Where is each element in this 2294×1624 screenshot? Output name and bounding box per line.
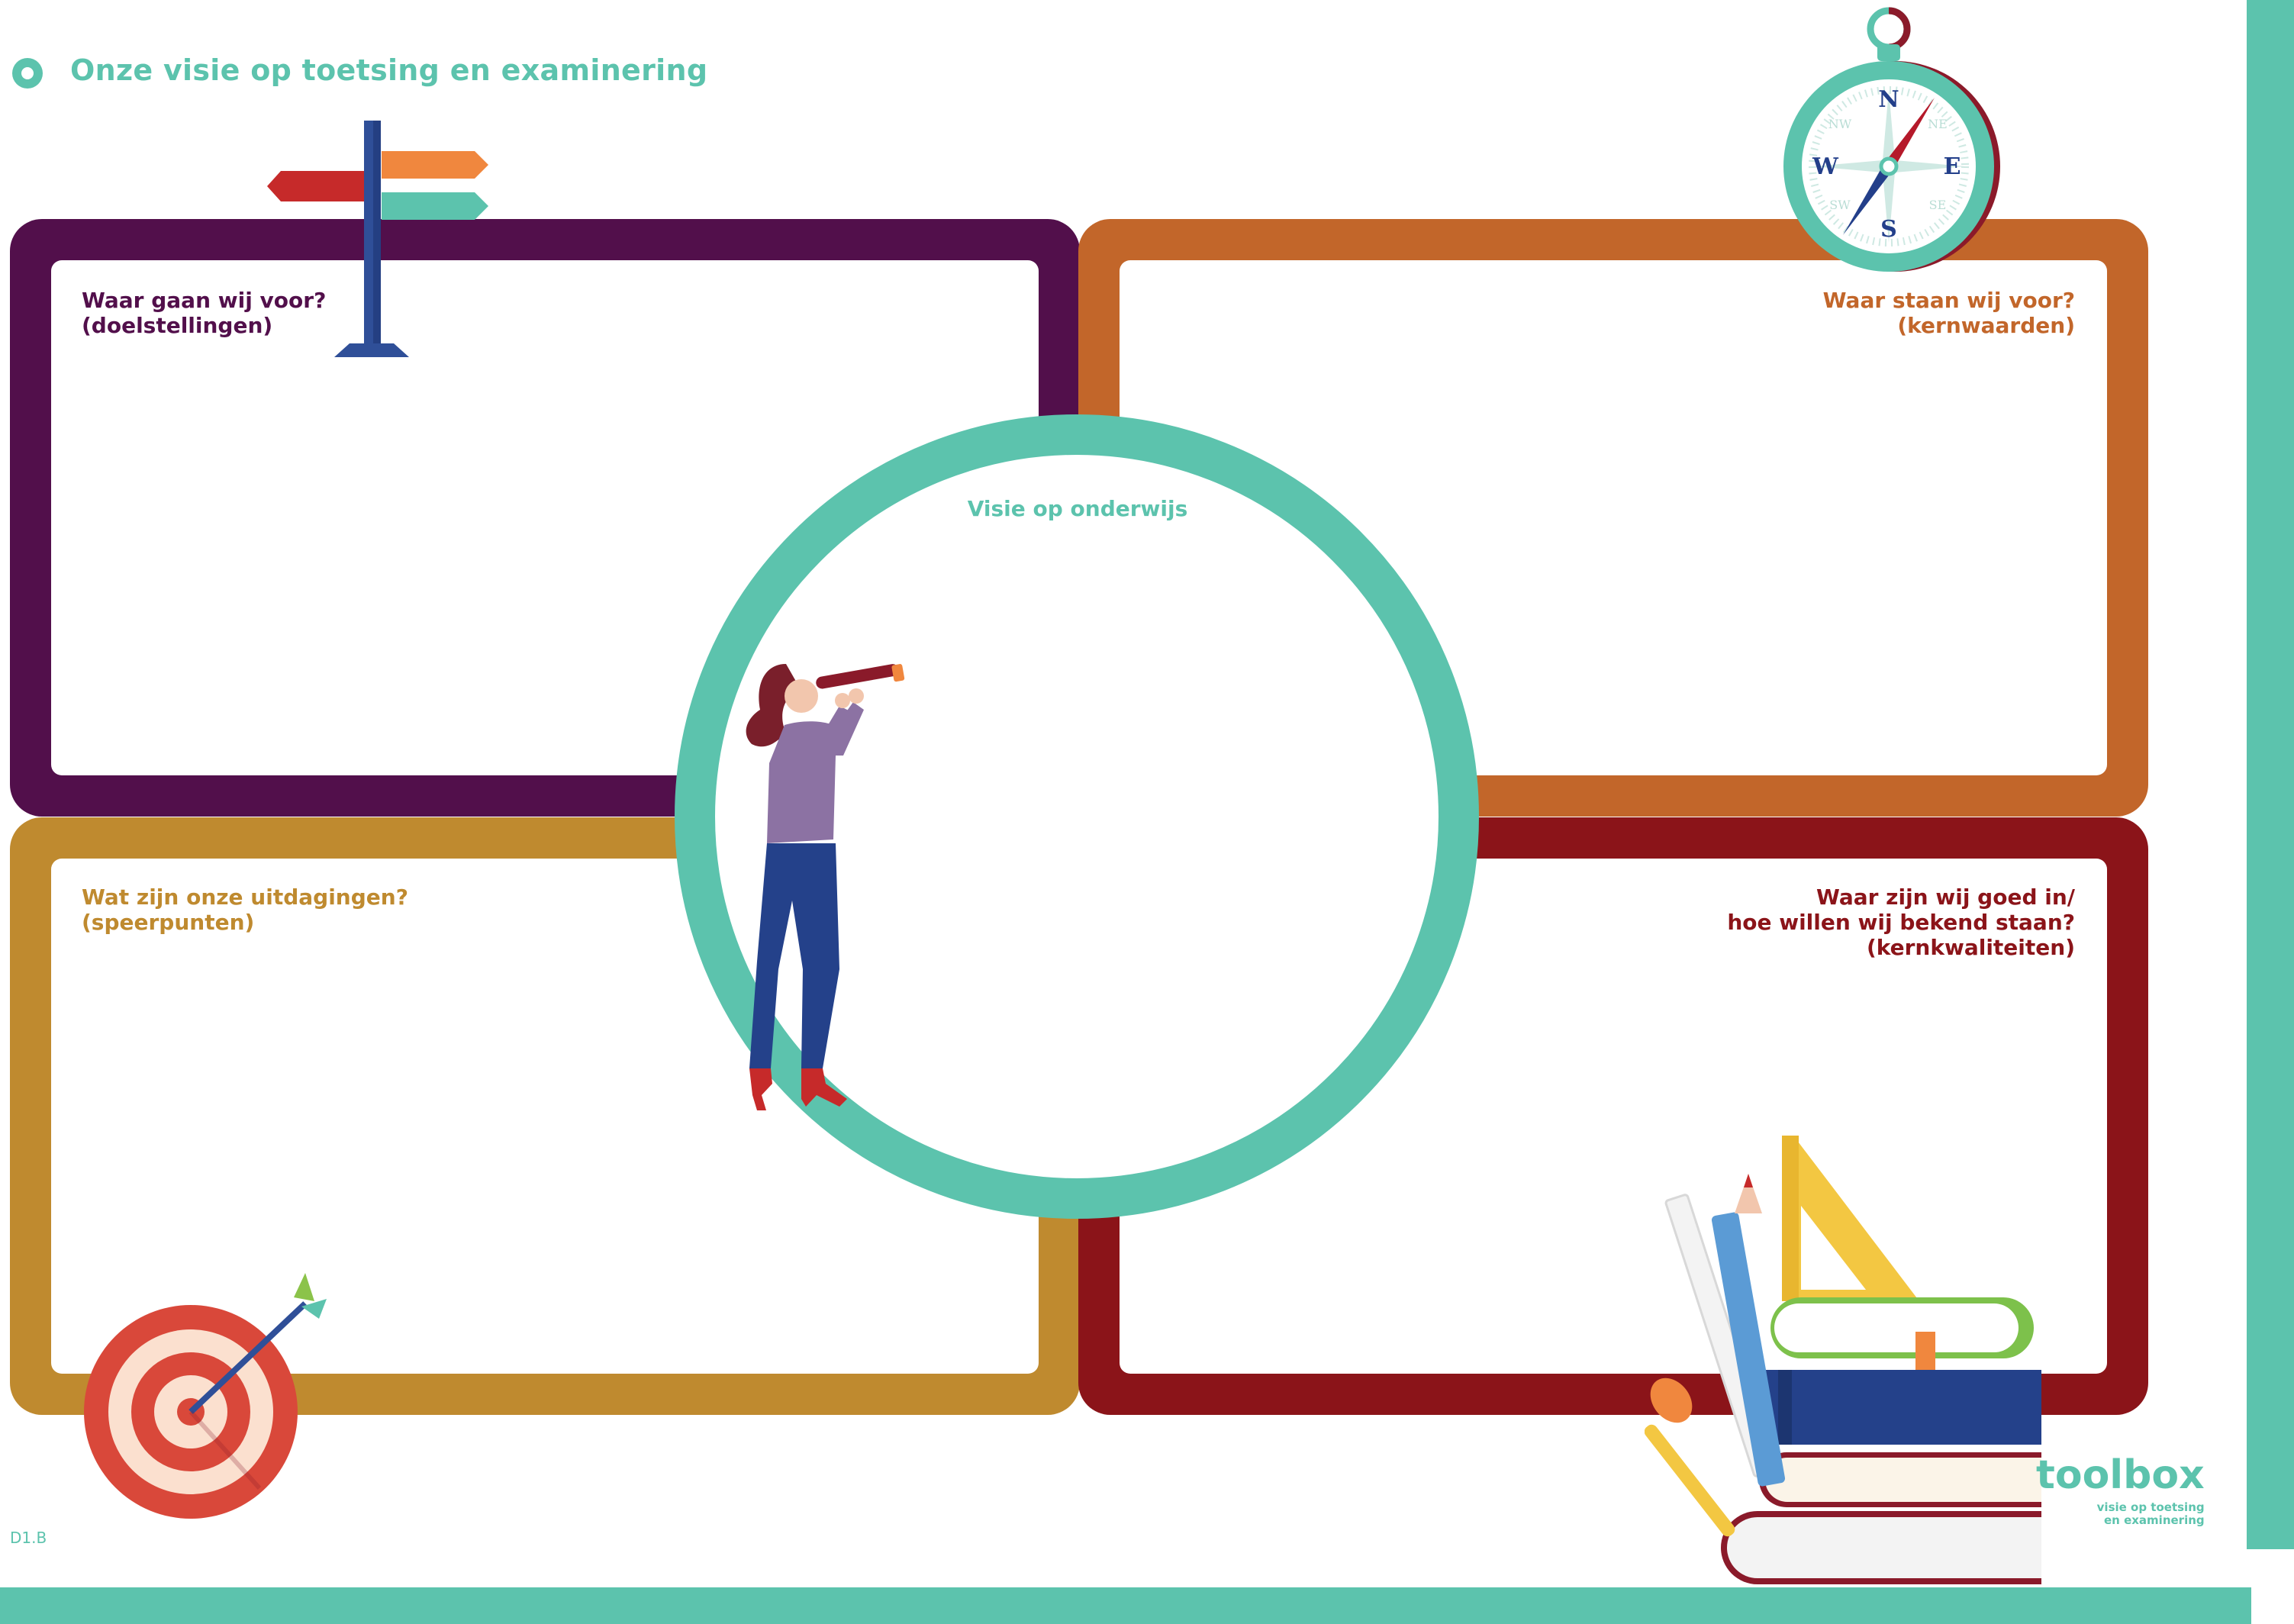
compass-se-label: SE	[1929, 198, 1947, 212]
document-code: D1.B	[10, 1529, 47, 1547]
woman-telescope-illustration	[746, 664, 905, 1110]
target-icon	[84, 1273, 327, 1519]
brand-name: toolbox	[2036, 1452, 2205, 1498]
label-speerpunten: Wat zijn onze uitdagingen? (speerpunten)	[82, 884, 408, 935]
signpost-icon	[267, 121, 488, 357]
compass-e-label: E	[1944, 153, 1961, 180]
label-doelstellingen: Waar gaan wij voor? (doelstellingen)	[82, 288, 327, 338]
brand-subtitle: visie op toetsing en examinering	[2096, 1500, 2205, 1527]
compass-n-label: N	[1878, 86, 1899, 113]
toolbox-logo: toolbox visie op toetsing en examinering	[2036, 1454, 2205, 1527]
compass-sw-label: SW	[1829, 198, 1851, 212]
compass-icon: N S W E NE NW SE SW	[1783, 7, 2000, 272]
label-kernkwaliteiten: Waar zijn wij goed in/ hoe willen wij be…	[1727, 884, 2075, 960]
frame-right-border	[2247, 0, 2294, 1549]
page-title: Onze visie op toetsing en examinering	[70, 53, 708, 87]
label-visie-op-onderwijs: Visie op onderwijs	[967, 496, 1188, 521]
title-bullet-icon	[12, 58, 43, 89]
label-kernwaarden: Waar staan wij voor? (kernwaarden)	[1822, 288, 2075, 338]
books-stationery-icon	[1645, 1136, 2041, 1584]
compass-ne-label: NE	[1928, 117, 1948, 131]
compass-nw-label: NW	[1828, 117, 1852, 131]
compass-s-label: S	[1880, 216, 1897, 243]
compass-w-label: W	[1812, 153, 1839, 180]
frame-bottom-border	[0, 1587, 2251, 1624]
